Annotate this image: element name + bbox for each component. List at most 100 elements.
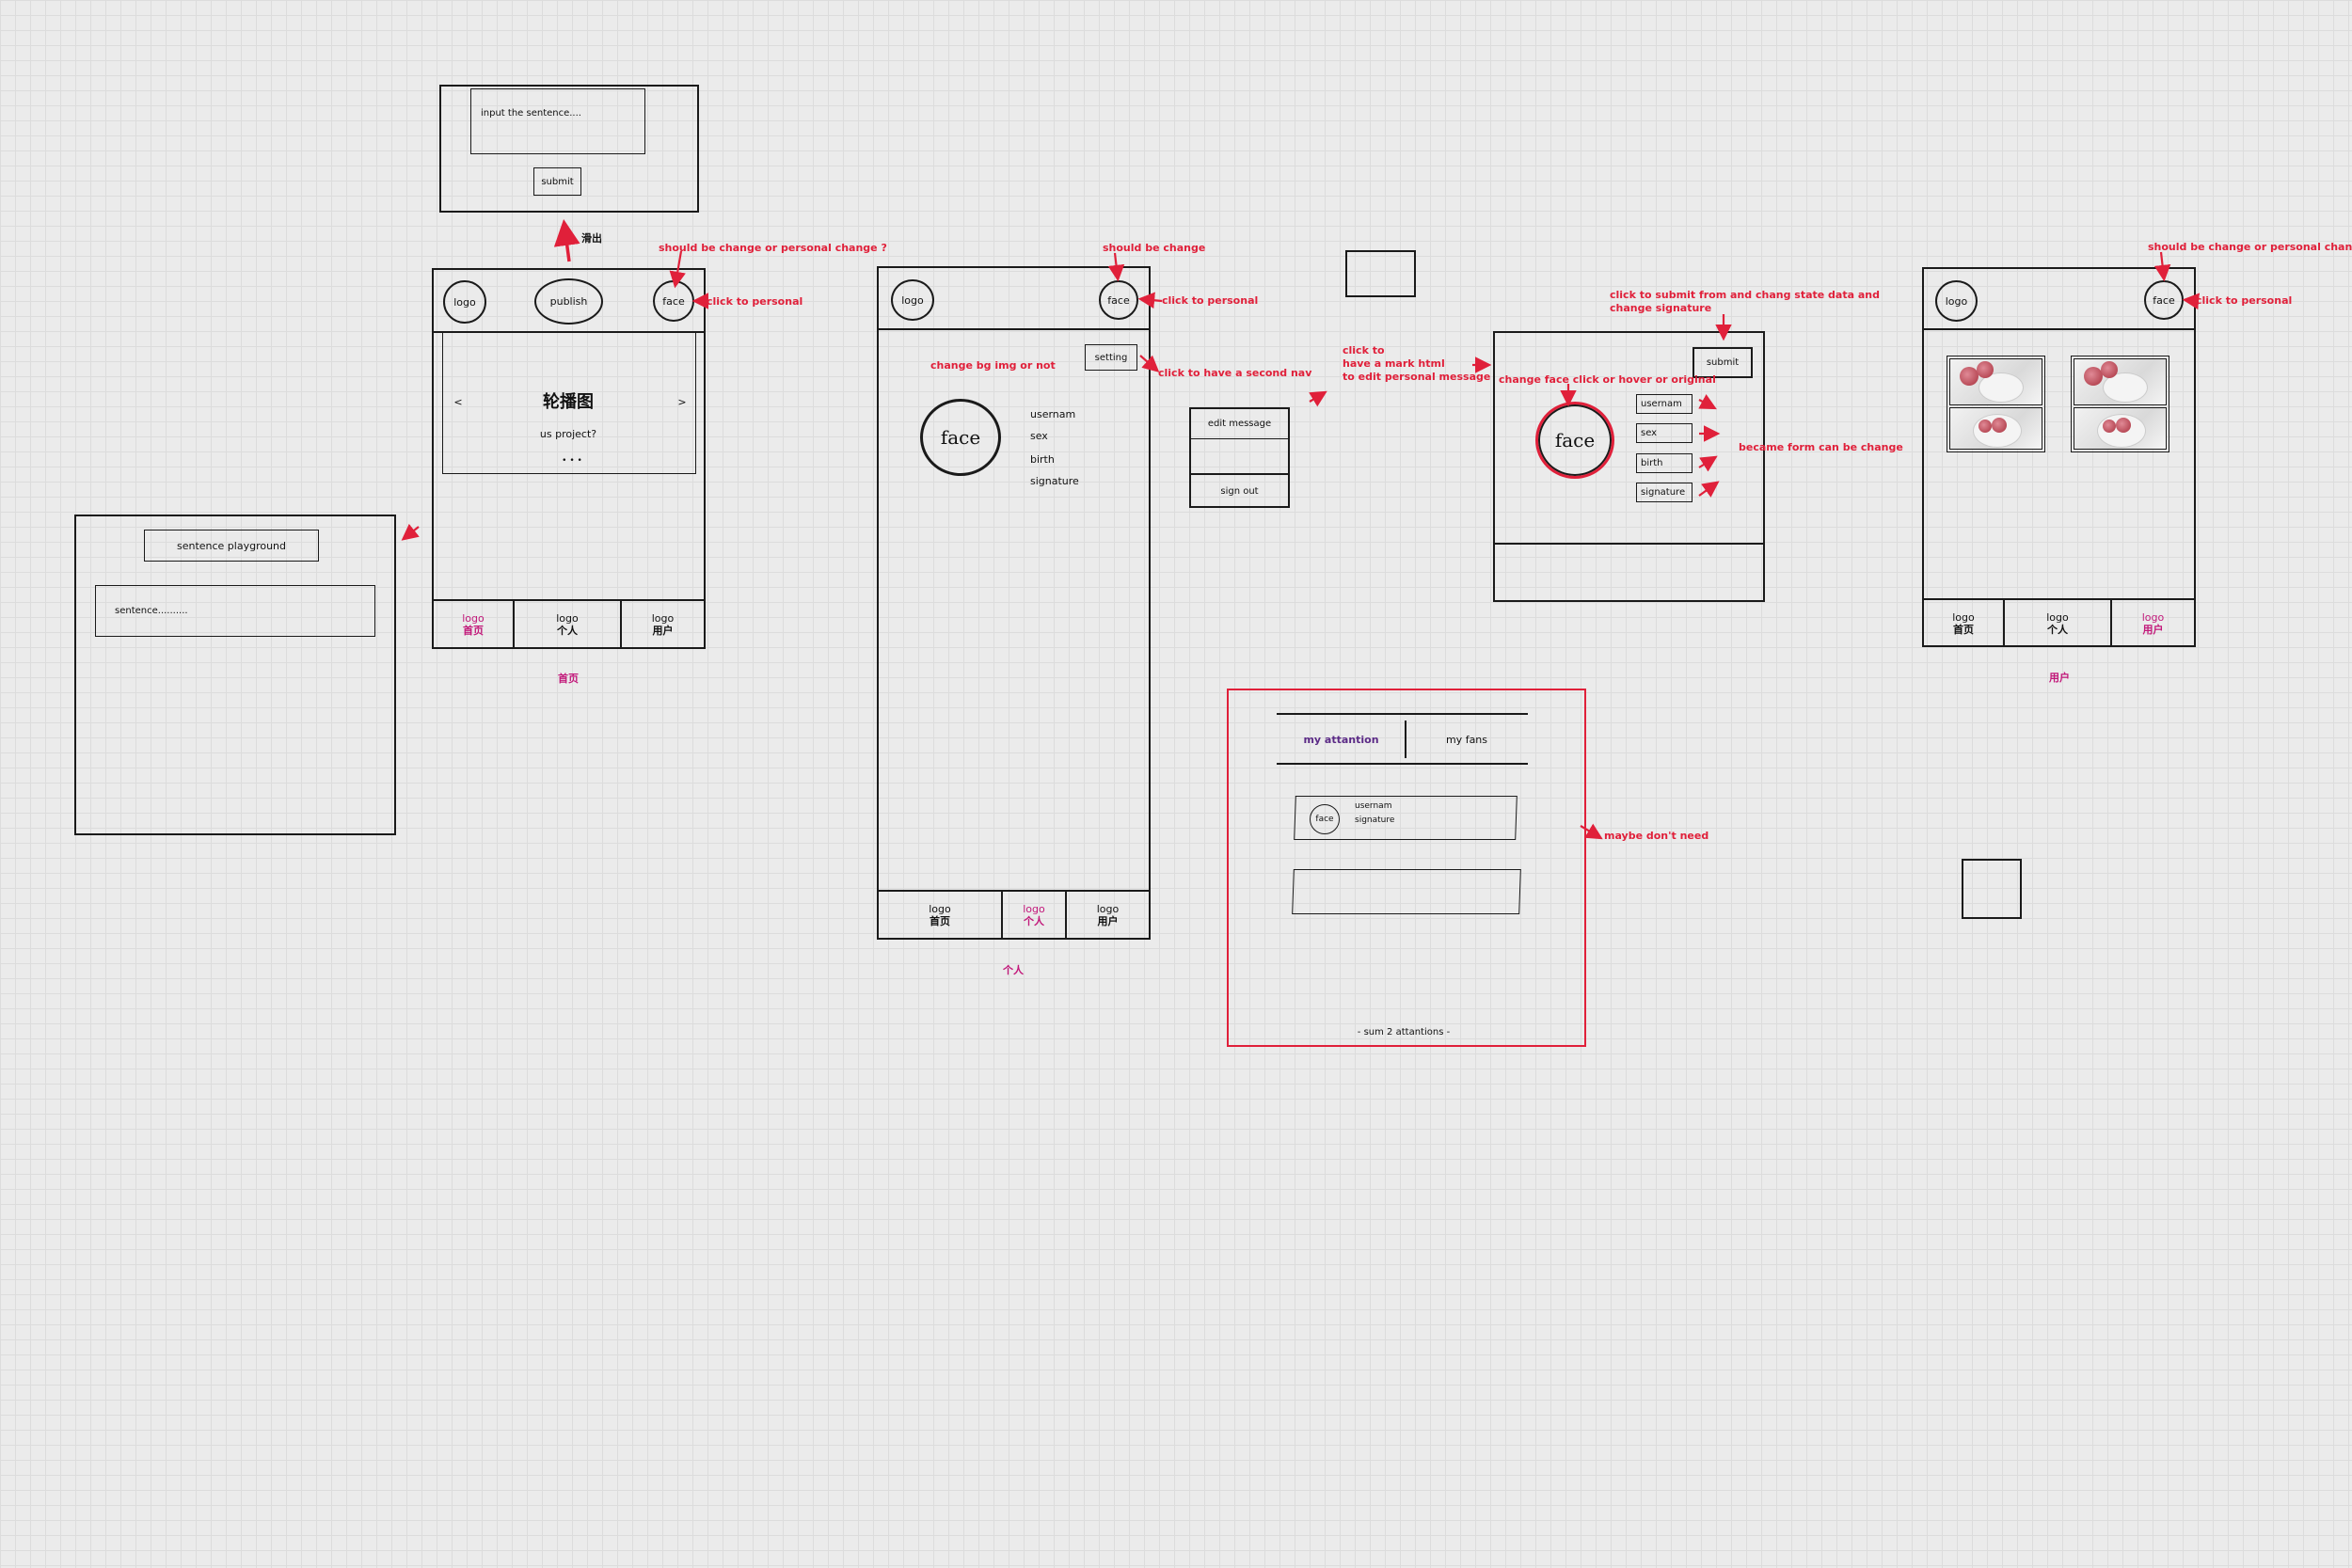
fruit-shape <box>1979 420 1992 433</box>
tab-icon: logo <box>651 612 675 625</box>
personal-tab-sep-1 <box>1001 890 1003 940</box>
sentence-item-text: sentence.......... <box>115 606 188 616</box>
edit-submit-button[interactable]: submit <box>1692 347 1753 378</box>
tab-label: 首页 <box>463 625 484 637</box>
tab-icon: logo <box>462 612 485 625</box>
personal-info-signature: signature <box>1030 475 1079 487</box>
edit-message-item[interactable]: edit message <box>1191 409 1288 439</box>
edit-face-avatar[interactable]: face <box>1535 402 1614 479</box>
users-caption: 用户 <box>2049 672 2070 684</box>
home-tabbar-divider <box>432 599 706 601</box>
edit-signature-field[interactable]: signature <box>1636 483 1692 502</box>
sentence-input-placeholder: input the sentence.... <box>481 108 581 119</box>
user-card-2-image <box>2074 358 2167 405</box>
publish-submit-button[interactable]: submit <box>533 167 581 196</box>
personal-tab-personal[interactable]: logo 个人 <box>1003 893 1065 938</box>
attention-card-empty[interactable] <box>1292 869 1521 914</box>
carousel-dots[interactable]: • • • <box>562 456 582 466</box>
carousel-subtitle: us project? <box>539 428 597 440</box>
fruit-shape <box>2103 420 2116 433</box>
users-header-divider <box>1922 328 2196 330</box>
publish-button[interactable]: publish <box>534 278 603 325</box>
fruit-shape <box>1977 361 1994 378</box>
tab-icon: logo <box>1952 610 1975 624</box>
carousel-prev-icon[interactable]: < <box>453 396 463 408</box>
fruit-shape <box>1992 418 2007 433</box>
users-tab-home[interactable]: logo 首页 <box>1924 601 2003 645</box>
fruit-shape <box>1960 367 1979 386</box>
personal-info-birth: birth <box>1030 453 1055 466</box>
users-face-avatar[interactable]: face <box>2144 280 2184 320</box>
edit-note-line1: click to <box>1343 344 1385 356</box>
home-tab-users[interactable]: logo 用户 <box>622 602 704 647</box>
users-logo[interactable]: logo <box>1935 280 1978 322</box>
personal-tabbar-divider <box>877 890 1151 892</box>
attention-tabs-top <box>1277 713 1528 715</box>
user-card-1[interactable] <box>1947 356 2045 452</box>
sentence-item[interactable]: sentence.......... <box>95 585 375 637</box>
home-face-note: should be change or personal change ? <box>659 242 887 254</box>
home-face-avatar[interactable]: face <box>653 280 694 322</box>
tab-label: 用户 <box>1097 915 1119 927</box>
personal-screen <box>877 266 1151 940</box>
attention-panel <box>1227 689 1586 1047</box>
home-tab-personal[interactable]: logo 个人 <box>515 602 620 647</box>
personal-face-large[interactable]: face <box>920 399 1001 476</box>
personal-face-avatar[interactable]: face <box>1099 280 1138 320</box>
home-tab-home[interactable]: logo 首页 <box>434 602 513 647</box>
carousel-next-icon[interactable]: > <box>677 396 687 408</box>
second-nav-divider <box>1189 473 1290 475</box>
empty-placeholder-box <box>1345 250 1416 297</box>
personal-change-note: should be change <box>1103 242 1206 254</box>
users-tab-personal[interactable]: logo 个人 <box>2005 601 2110 645</box>
sentence-input[interactable]: input the sentence.... <box>470 88 645 154</box>
tab-label: my attantion <box>1303 733 1379 746</box>
face-change-note: change face click or hover or original <box>1499 373 1716 386</box>
tab-my-attention[interactable]: my attantion <box>1279 717 1404 762</box>
home-logo[interactable]: logo <box>443 280 486 324</box>
tab-icon: logo <box>929 903 951 915</box>
edit-username-field[interactable]: usernam <box>1636 394 1692 414</box>
tab-icon: logo <box>1023 903 1045 915</box>
attention-footer: - sum 2 attantions - <box>1357 1027 1451 1037</box>
user-card-1-image-2 <box>1949 407 2042 450</box>
users-tab-sep-2 <box>2110 598 2112 647</box>
users-face-note: should be change or personal change ? <box>2148 241 2352 253</box>
attention-note: maybe don't need <box>1604 830 1709 842</box>
personal-info-sex: sex <box>1030 430 1048 442</box>
tab-label: 个人 <box>2047 623 2068 636</box>
personal-logo[interactable]: logo <box>891 279 934 321</box>
edit-sex-field[interactable]: sex <box>1636 423 1692 443</box>
attention-card-face[interactable]: face <box>1310 804 1340 834</box>
personal-tab-home[interactable]: logo 首页 <box>879 893 1001 938</box>
fruit-shape <box>2116 418 2131 433</box>
home-screen <box>432 268 706 649</box>
playground-title: sentence playground <box>144 530 319 562</box>
users-tab-sep-1 <box>2003 598 2005 647</box>
personal-tab-users[interactable]: logo 用户 <box>1067 893 1149 938</box>
sign-out-item[interactable]: sign out <box>1220 485 1259 497</box>
edit-note-line2: have a mark html <box>1343 357 1445 370</box>
personal-tab-sep-2 <box>1065 890 1067 940</box>
tab-my-fans[interactable]: my fans <box>1406 717 1527 762</box>
home-caption: 首页 <box>558 673 579 685</box>
edit-birth-field[interactable]: birth <box>1636 453 1692 473</box>
edit-form-divider <box>1493 543 1765 545</box>
users-tab-users[interactable]: logo 用户 <box>2112 601 2194 645</box>
empty-placeholder-box-2 <box>1962 859 2022 919</box>
slide-out-label: 滑出 <box>581 232 602 245</box>
tab-icon: logo <box>1096 903 1120 915</box>
submit-note-2: change signature <box>1610 302 1712 314</box>
personal-bg-note: change bg img or not <box>930 359 1056 372</box>
attention-tabs-bottom <box>1277 763 1528 765</box>
personal-click-note: click to personal <box>1162 294 1259 307</box>
user-card-2[interactable] <box>2071 356 2169 452</box>
carousel[interactable] <box>442 331 696 474</box>
edit-form-modal <box>1493 331 1765 602</box>
second-nav-note: click to have a second nav <box>1158 367 1312 379</box>
edit-note-line3: to edit personal message <box>1343 371 1491 383</box>
field-label: signature <box>1641 487 1686 498</box>
field-label: birth <box>1641 458 1663 468</box>
attention-tabs-sep <box>1405 721 1406 758</box>
setting-button[interactable]: setting <box>1085 344 1137 371</box>
